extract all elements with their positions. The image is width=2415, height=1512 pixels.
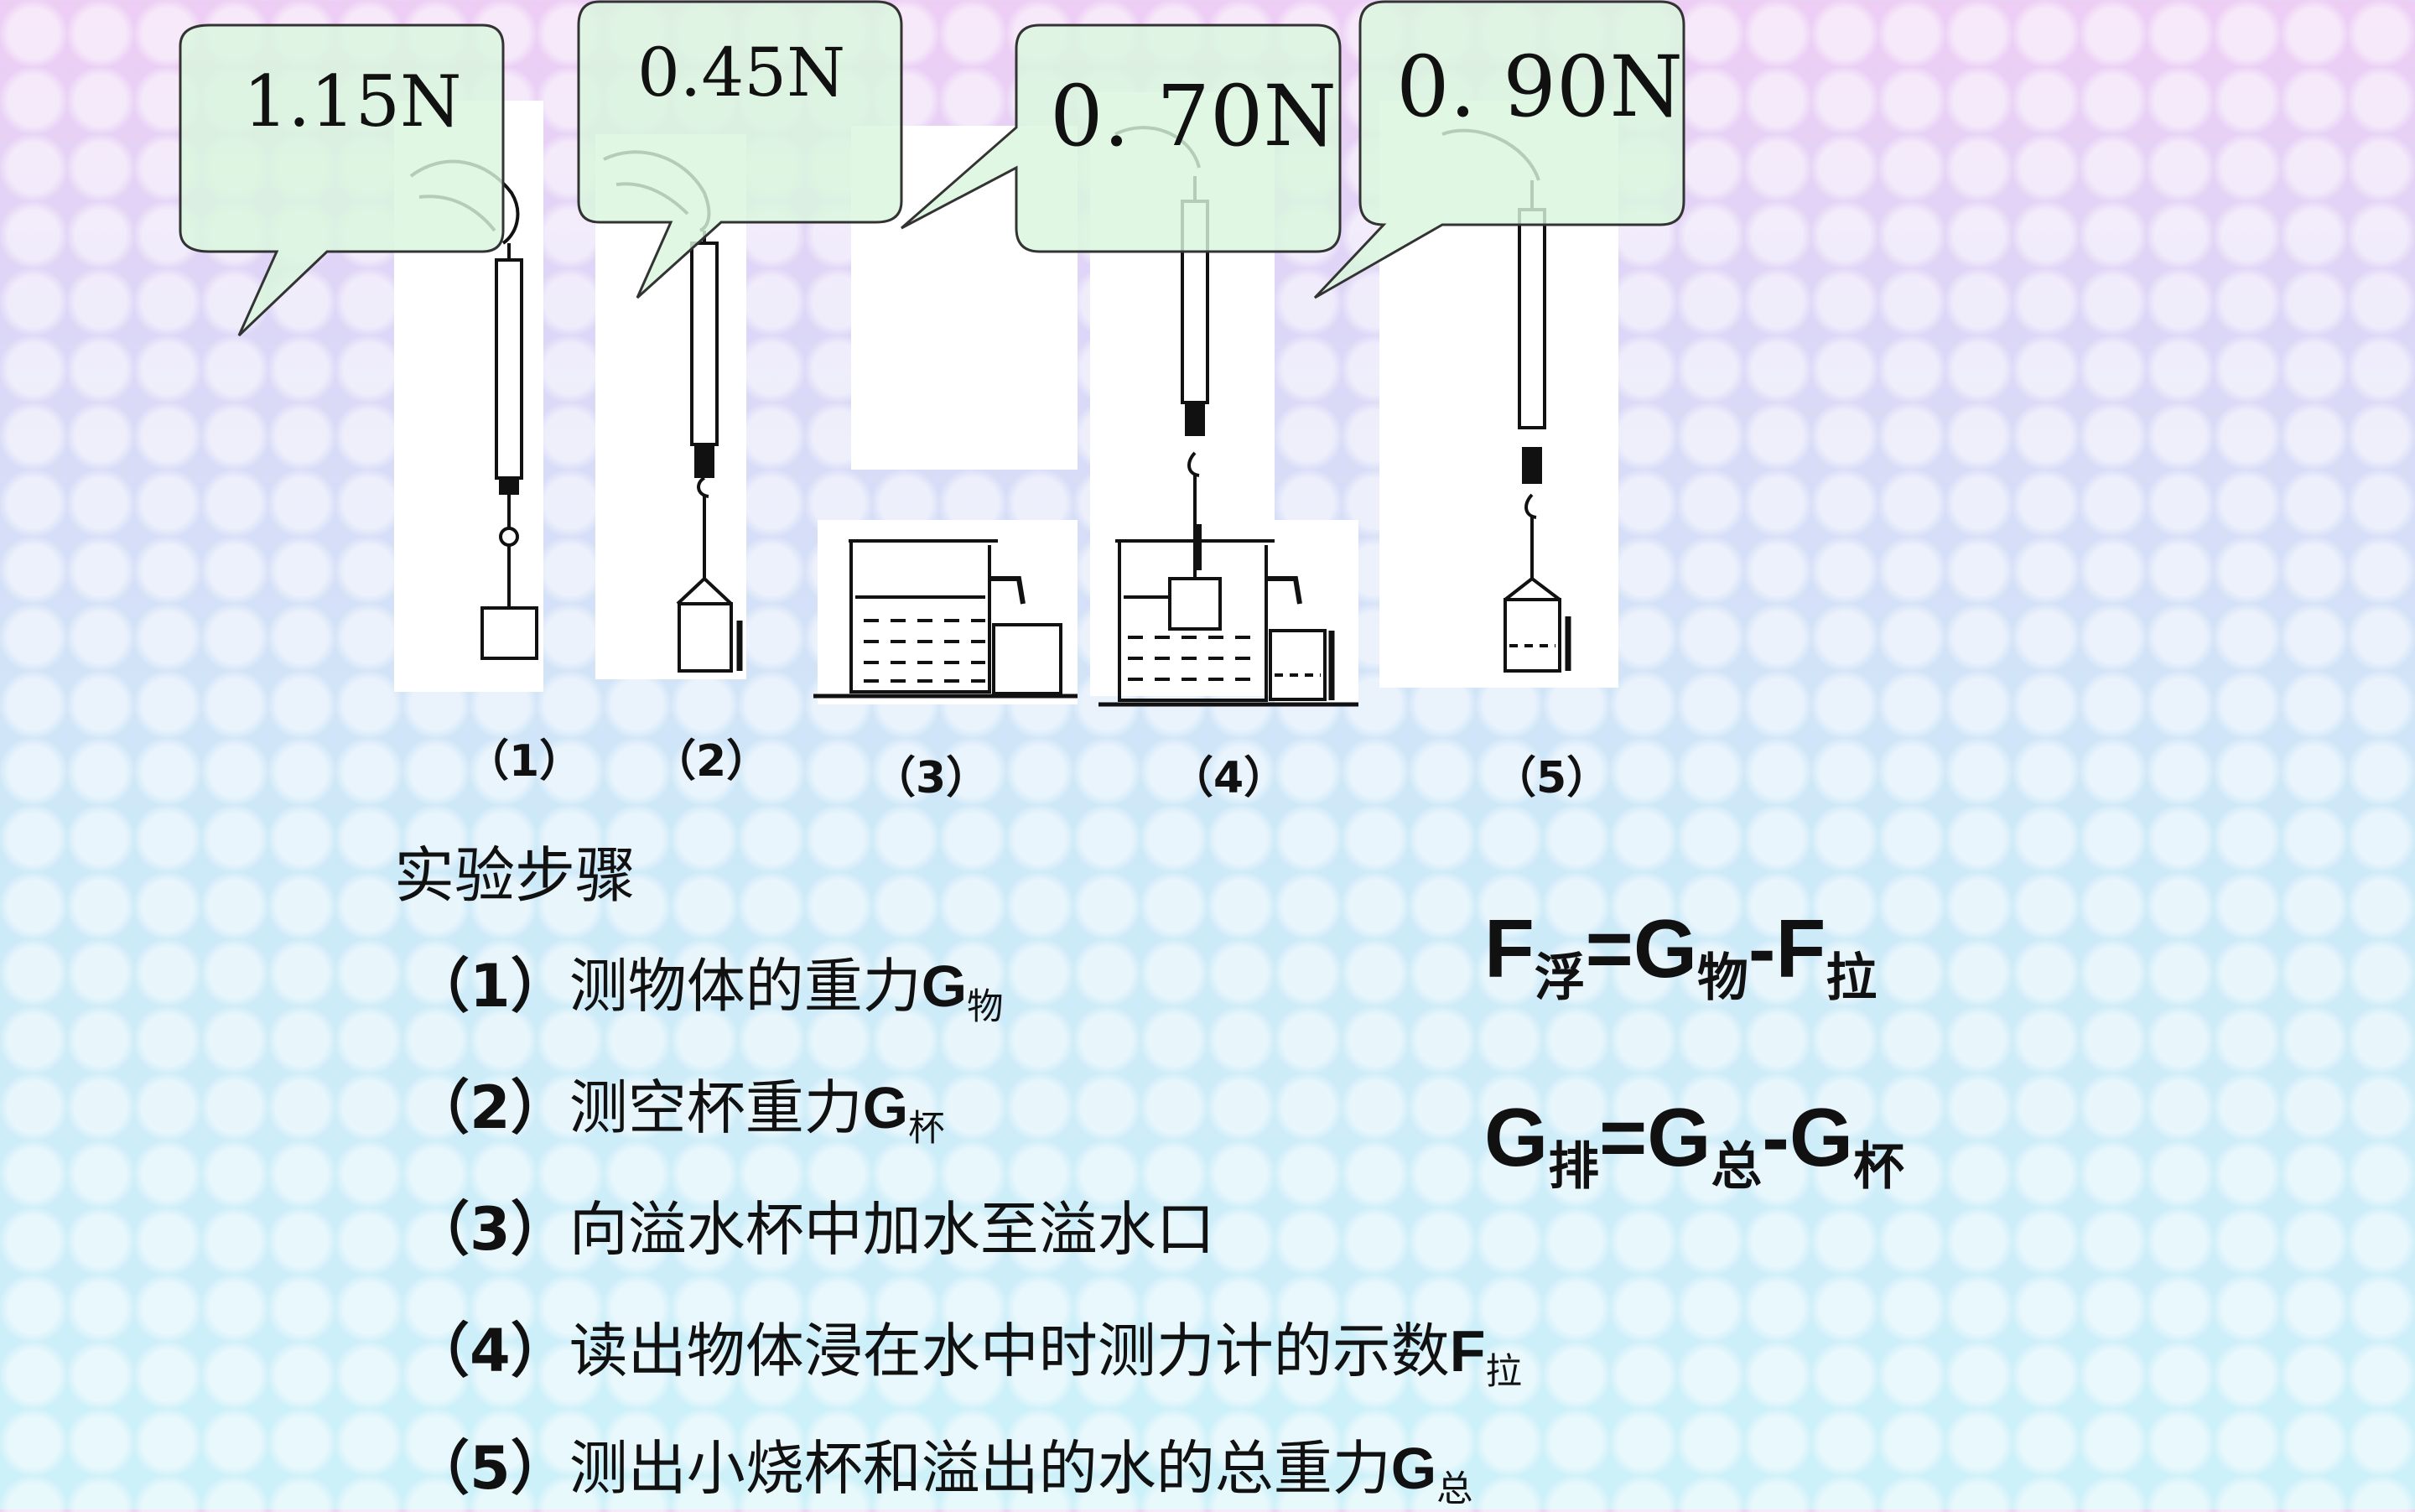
step-symbol: G: [1390, 1436, 1437, 1501]
steps-heading: 实验步骤: [394, 840, 636, 911]
displaced-weight-formula: G排=G总-G杯: [1484, 1090, 1904, 1198]
step-2: （2）测空杯重力G杯: [411, 1061, 945, 1151]
overflow-cup-3: [813, 539, 1078, 699]
formula-subscript: 浮: [1534, 948, 1586, 1008]
step-3: （3）向溢水杯中加水至溢水口: [411, 1182, 1215, 1267]
step-symbol: F: [1449, 1318, 1486, 1384]
reading-4: 0. 90N: [1396, 38, 1683, 136]
step-text: 向溢水杯中加水至溢水口: [569, 1195, 1215, 1264]
formula-subscript: 拉: [1826, 948, 1877, 1008]
step-subscript: 拉: [1485, 1351, 1522, 1394]
step-subscript: 物: [967, 986, 1004, 1029]
step-text: 测出小烧杯和溢出的水的总重力: [569, 1434, 1391, 1503]
step-1: （1）测物体的重力G物: [411, 939, 1004, 1030]
caption-2: （2）: [652, 736, 771, 787]
step-text: 测物体的重力: [569, 952, 922, 1021]
step-symbol: G: [921, 953, 968, 1019]
step-number: （3）: [411, 1195, 569, 1264]
formula-operator: =: [1585, 902, 1633, 995]
formula-subscript: 排: [1548, 1137, 1599, 1197]
step-subscript: 总: [1436, 1468, 1473, 1511]
step-number: （5）: [411, 1434, 569, 1503]
formula-term: F: [1775, 902, 1826, 995]
reading-3: 0. 70N: [1050, 67, 1337, 165]
step-5: （5）测出小烧杯和溢出的水的总重力G总: [411, 1421, 1473, 1512]
spring-scale-5: [1441, 128, 1571, 673]
formula-operator: =: [1599, 1091, 1648, 1183]
reading-1: 1.15N: [243, 60, 462, 143]
caption-1: （1）: [465, 736, 584, 787]
step-text: 读出物体浸在水中时测力计的示数: [569, 1317, 1450, 1385]
caption-5: （5）: [1493, 753, 1611, 803]
formula-operator: -: [1762, 1091, 1789, 1183]
bubble-1: [179, 23, 505, 337]
caption-3: （3）: [872, 753, 990, 803]
formula-subscript: 总: [1711, 1137, 1763, 1197]
formula-subscript: 物: [1697, 948, 1748, 1008]
caption-4: （4）: [1170, 753, 1288, 803]
step-symbol: G: [862, 1075, 909, 1140]
formula-term: F: [1484, 902, 1535, 995]
buoyancy-formula: F浮=G物-F拉: [1484, 901, 1877, 1010]
formula-operator: -: [1748, 902, 1776, 995]
reading-2: 0.45N: [637, 34, 846, 112]
step-text: 测空杯重力: [569, 1073, 863, 1142]
step-number: （1）: [411, 952, 569, 1021]
bubble-2: [577, 0, 903, 299]
formula-term: G: [1484, 1091, 1549, 1183]
bubble-4: [1313, 0, 1685, 299]
formula-term: G: [1789, 1091, 1854, 1183]
step-4: （4）读出物体浸在水中时测力计的示数F拉: [411, 1304, 1522, 1395]
reading-bubbles: [179, 0, 1685, 337]
step-number: （4）: [411, 1317, 569, 1385]
step-subscript: 杯: [908, 1108, 945, 1151]
bubble-3: [901, 23, 1342, 253]
formula-term: G: [1633, 902, 1698, 995]
formula-term: G: [1647, 1091, 1711, 1183]
step-number: （2）: [411, 1073, 569, 1142]
formula-subscript: 杯: [1853, 1137, 1904, 1197]
